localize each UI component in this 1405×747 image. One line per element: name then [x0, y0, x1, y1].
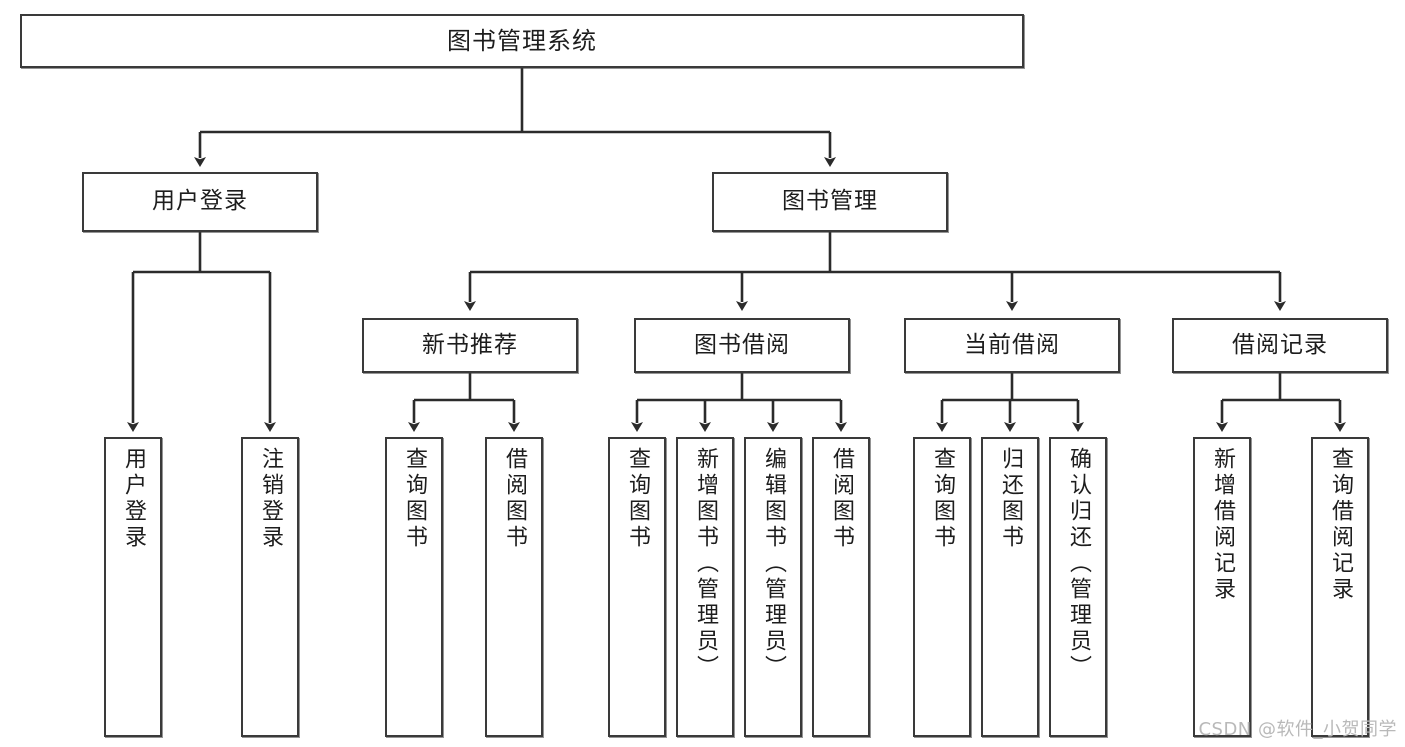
- node-label: 查询借阅记录: [1328, 447, 1353, 603]
- node-label: 图书借阅: [694, 331, 790, 358]
- node-label: 查询图书: [625, 447, 650, 551]
- node-label: 图书管理: [782, 188, 878, 215]
- node-current-borrow[interactable]: 当前借阅: [904, 318, 1120, 373]
- node-label: 用户登录: [121, 447, 146, 551]
- node-user-login[interactable]: 用户登录: [82, 172, 318, 232]
- node-root-book-management-system[interactable]: 图书管理系统: [20, 14, 1024, 68]
- node-leaf-query-borrow-record[interactable]: 查询借阅记录: [1311, 437, 1369, 737]
- node-leaf-edit-book-admin[interactable]: 编辑图书（管理员）: [744, 437, 802, 737]
- node-label: 借阅记录: [1232, 331, 1328, 358]
- node-label: 新增借阅记录: [1210, 447, 1235, 603]
- node-label: 查询图书: [930, 447, 955, 551]
- node-label: 归还图书: [998, 447, 1023, 551]
- node-book-borrow[interactable]: 图书借阅: [634, 318, 850, 373]
- node-leaf-user-login[interactable]: 用户登录: [104, 437, 162, 737]
- watermark-text: CSDN @软件_小贺同学: [1198, 719, 1397, 740]
- node-label: 确认归还（管理员）: [1066, 447, 1091, 681]
- node-leaf-query-book-current[interactable]: 查询图书: [913, 437, 971, 737]
- node-leaf-borrow-book-recommend[interactable]: 借阅图书: [485, 437, 543, 737]
- node-borrow-record[interactable]: 借阅记录: [1172, 318, 1388, 373]
- node-label: 新书推荐: [422, 331, 518, 358]
- node-label: 借阅图书: [829, 447, 854, 551]
- node-label: 借阅图书: [502, 447, 527, 551]
- node-leaf-add-borrow-record[interactable]: 新增借阅记录: [1193, 437, 1251, 737]
- node-label: 新增图书（管理员）: [693, 447, 718, 681]
- node-leaf-query-book-recommend[interactable]: 查询图书: [385, 437, 443, 737]
- node-new-book-recommend[interactable]: 新书推荐: [362, 318, 578, 373]
- node-leaf-query-book-borrow[interactable]: 查询图书: [608, 437, 666, 737]
- node-leaf-logout-login[interactable]: 注销登录: [241, 437, 299, 737]
- node-label: 用户登录: [152, 188, 248, 215]
- node-label: 注销登录: [258, 447, 283, 551]
- node-label: 编辑图书（管理员）: [761, 447, 786, 681]
- node-label: 查询图书: [402, 447, 427, 551]
- node-leaf-add-book-admin[interactable]: 新增图书（管理员）: [676, 437, 734, 737]
- node-leaf-return-book[interactable]: 归还图书: [981, 437, 1039, 737]
- node-leaf-borrow-book[interactable]: 借阅图书: [812, 437, 870, 737]
- node-label: 当前借阅: [964, 331, 1060, 358]
- node-leaf-confirm-return-admin[interactable]: 确认归还（管理员）: [1049, 437, 1107, 737]
- node-book-manage[interactable]: 图书管理: [712, 172, 948, 232]
- node-label: 图书管理系统: [447, 26, 597, 55]
